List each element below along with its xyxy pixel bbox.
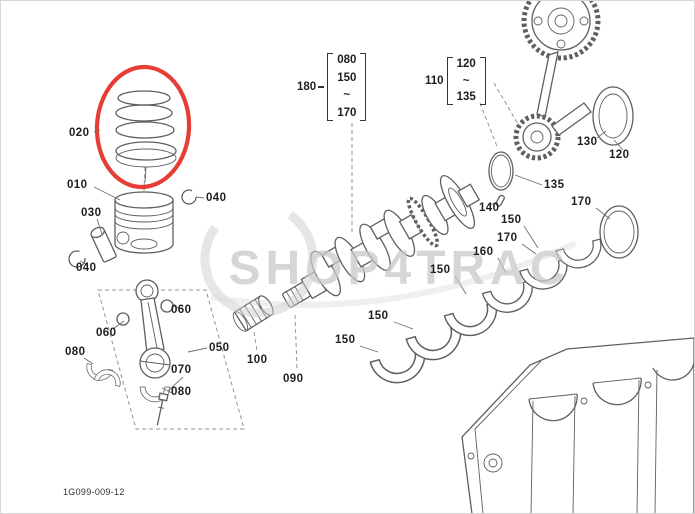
part-label-060: 060 [171,304,192,316]
snap-ring [68,250,86,268]
leader-lines [79,129,624,394]
part-label-040: 040 [206,192,227,204]
part-label-040: 040 [76,262,97,274]
bracket-left [327,53,334,121]
part-label-060: 060 [96,327,117,339]
part-label-080: 080 [171,386,192,398]
side-seal-ring [599,205,639,259]
part-label-020: 020 [69,127,90,139]
part-label-150: 150 [430,264,451,276]
part-label-110: 110 [425,75,444,87]
bracket-dash [318,86,325,88]
watermark-text: SHOP4TRAC [228,242,569,295]
part-label-010: 010 [67,179,88,191]
woodruff-key [495,194,505,207]
part-label-150: 150 [501,214,522,226]
group-item: ~ [343,89,351,102]
part-label-170: 170 [571,196,592,208]
alignment-lines [97,82,519,430]
part-label-030: 030 [81,207,102,219]
bushing [116,312,130,326]
drawing-code: 1G099-009-12 [63,487,125,497]
part-label-070: 070 [171,364,192,376]
part-group-110: 110 120 ~ 135 [425,57,486,105]
part-label-130: 130 [577,136,598,148]
part-label-100: 100 [247,354,268,366]
group-item: 080 [337,54,357,66]
part-label-150: 150 [368,310,389,322]
part-label-090: 090 [283,373,304,385]
engine-block [461,337,694,513]
gear-train [513,1,634,161]
connecting-rod [116,279,174,379]
group-item: 170 [337,106,357,119]
bracket-right [360,53,367,121]
part-label-180: 180 [297,81,317,93]
group-item: ~ [462,74,470,87]
part-label-170: 170 [497,232,518,244]
part-label-150: 150 [335,334,356,346]
part-label-050: 050 [209,342,230,354]
piston-rings [115,90,177,183]
piston-pin [90,226,117,263]
part-label-080: 080 [65,346,86,358]
bracket-right [479,57,486,105]
group-item: 150 [337,71,357,84]
part-group-180: 180 080 150 ~ 170 [297,53,367,121]
group-item: 120 [456,58,476,70]
crankshaft [282,174,481,308]
part-label-135: 135 [544,179,565,191]
piston [114,191,174,254]
snap-ring [181,189,197,205]
o-ring [488,151,514,191]
part-label-160: 160 [473,246,494,258]
part-label-140: 140 [479,202,500,214]
watermark: SHOP4TRAC [200,200,578,318]
rod-bolt [156,392,169,426]
group-item: 135 [456,91,476,103]
part-label-120: 120 [609,149,630,161]
bracket-left [446,57,453,105]
highlight-ellipse [94,64,192,190]
